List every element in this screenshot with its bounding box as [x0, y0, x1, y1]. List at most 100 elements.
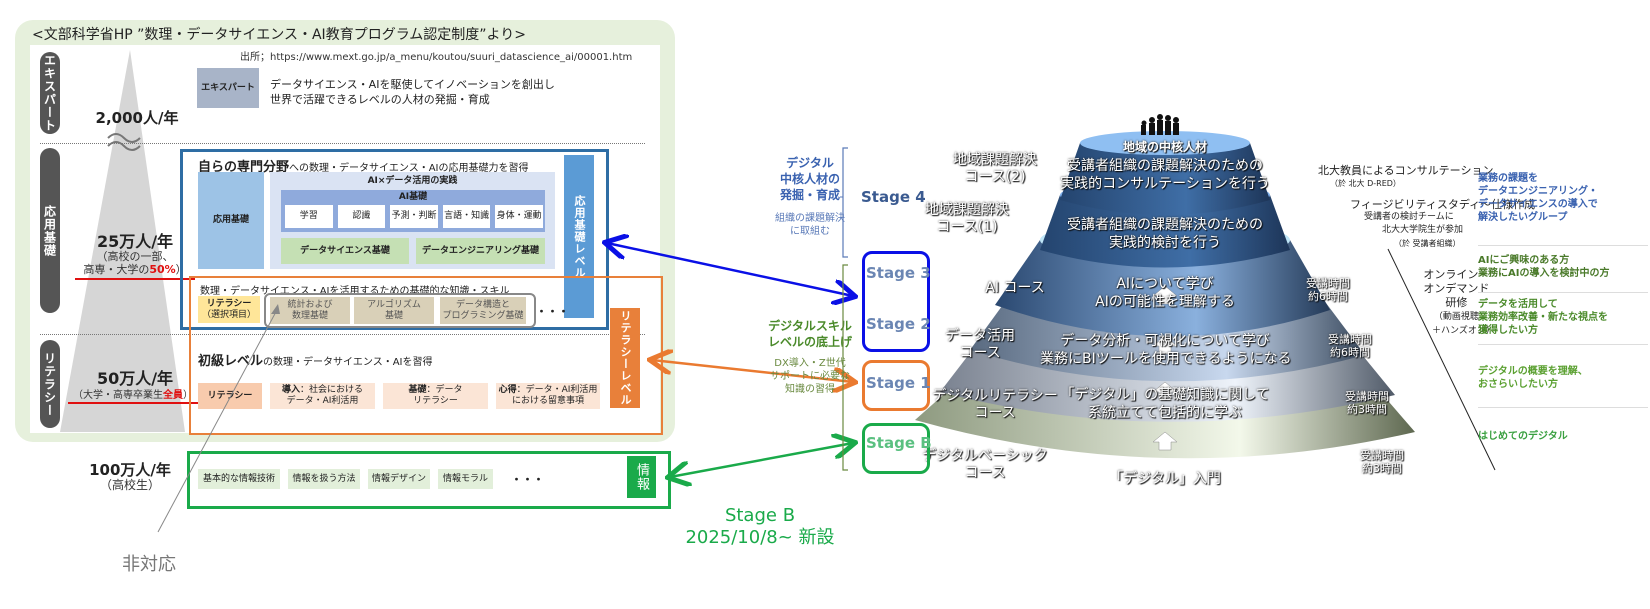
arrow-literacy-to-stage1 — [652, 360, 853, 382]
course-name-line: コース — [964, 465, 1006, 481]
literacy-item: 心得：データ・AI利活用における留意事項 — [496, 383, 600, 409]
literacy-item-bold: 基礎 — [408, 385, 427, 395]
online-line: オンデマンド — [1423, 282, 1490, 295]
hours-line: 受講時間 — [1360, 449, 1404, 462]
tier-desc-line: 実践的検討を行う — [1109, 235, 1221, 251]
target-literacy: デジタルの概要を理解、 おさらいしたい方 — [1478, 365, 1588, 391]
pointer-arrowhead — [271, 304, 280, 314]
group-top-title-line: デジタル — [786, 156, 834, 170]
ds-basic-box: データサイエンス基礎 — [281, 238, 409, 264]
tier-desc: 受講者組織の課題解決のための 実践的検討を行う — [1060, 216, 1270, 252]
target-ai: AIにご興味のある方 業務にAIの導入を検討中の方 — [1478, 254, 1609, 280]
target-data: データを活用して 業務効率改善・新たな視点を 獲得したい方 — [1478, 298, 1608, 337]
level-pill-literacy: リテラシー — [40, 340, 60, 428]
group-bottom-sub-line: DX導入・Z世代 — [774, 358, 846, 369]
highlight-percent: 50% — [149, 263, 176, 276]
separator — [40, 143, 645, 144]
group-top-sub-line: 組織の課題解決 — [775, 213, 845, 224]
hours-line: 受講時間 — [1345, 390, 1389, 403]
literacy-heading-rest: の数理・データサイエンス・AIを習得 — [263, 357, 433, 368]
feasibility-note: フィージビリティスタディ～仕様作成 受講者の検討チームに 北大大学院生が参加 （… — [1350, 198, 1535, 250]
group-top-title-line: 中核人材の — [779, 172, 840, 186]
stage-1-label: Stage 1 — [866, 374, 931, 392]
skill-line: データ構造と — [455, 299, 510, 310]
consult-line: （於 北大 D-RED） — [1330, 179, 1401, 188]
hours-line: 約3時間 — [1347, 403, 1387, 416]
stage-b-note-date: 2025/10/8~ 新設 — [685, 527, 835, 548]
stage-b-frame[interactable] — [862, 423, 930, 474]
tier-desc: 「デジタル」の基礎知識に関して 系統立てて包括的に学ぶ — [1060, 386, 1270, 422]
skill-line: プログラミング基礎 — [442, 310, 524, 321]
literacy-optional-box: リテラシー（選択項目） — [198, 296, 260, 323]
literacy-item-text: ：データ・AI利活用 — [516, 385, 598, 395]
group-bottom-title-line: レベルの底上げ — [767, 335, 852, 349]
target-divider — [1478, 344, 1648, 345]
hours-line: 約6時間 — [1308, 290, 1348, 303]
info-item: 情報デザイン — [368, 469, 430, 489]
skills-ellipsis: ・・・ — [536, 305, 569, 318]
separator — [40, 334, 645, 335]
not-supported-pointer — [157, 304, 280, 533]
level-pill-applied: 応用基礎 — [40, 148, 60, 313]
info-items: 基本的な情報技術 情報を扱う方法 情報デザイン 情報モラル ・・・ — [198, 469, 544, 489]
wave-break-icon — [107, 141, 141, 151]
tier-desc-line: 業務にBIツールを使用できるようになる — [1040, 351, 1292, 367]
literacy-level-side-label: リテラシーレベル — [610, 308, 640, 408]
literacy-heading-bold: 初級レベル — [198, 354, 264, 369]
group-bottom-title: デジタルスキル レベルの底上げ — [760, 318, 860, 350]
unsupported-group-frame — [264, 293, 536, 328]
info-item: 基本的な情報技術 — [198, 469, 280, 489]
target-line: 業務の課題を — [1478, 173, 1538, 184]
count-expert: 2,000人/年 — [95, 109, 179, 127]
arrow-applied-to-stage23 — [607, 243, 853, 296]
literacy-item-text: データ・AI利活用 — [286, 396, 359, 406]
online-training-note: オンライン・ オンデマンド 研修 （動画視聴 ＋ハンズオン） — [1418, 268, 1494, 338]
group-bottom-title-line: デジタルスキル — [768, 319, 852, 333]
course-hours: 受講時間約6時間 — [1298, 277, 1358, 303]
tier-desc-line: データ分析・可視化について学び — [1060, 333, 1270, 349]
group-bottom-sub-line: サポートに必要な — [770, 371, 850, 382]
tier-desc-line: 受講者組織の課題解決のための — [1067, 217, 1263, 233]
target-line: データエンジニアリング・ — [1478, 186, 1598, 197]
stage-1-frame[interactable] — [862, 360, 930, 411]
tier-desc-line: 実践的コンサルテーションを行う — [1060, 176, 1270, 192]
tier-top-face — [1080, 131, 1250, 155]
course-name-line: デジタルリテラシー — [932, 388, 1058, 404]
stage-2-3-frame[interactable] — [862, 251, 930, 352]
count-highschool: 100万人/年 — [89, 461, 171, 479]
group-top-sub-line: に取組む — [790, 226, 830, 237]
pointer-line — [157, 307, 279, 533]
tier-desc: データ分析・可視化について学び 業務にBIツールを使用できるようになる — [1040, 332, 1292, 368]
target-line: おさらいしたい方 — [1478, 379, 1558, 390]
literacy-item-bold: 導入 — [281, 385, 300, 395]
online-line: （動画視聴 — [1433, 312, 1479, 322]
skill-item: データ構造とプログラミング基礎 — [440, 297, 526, 324]
ai-item: 身体・運動 — [495, 205, 543, 228]
course-name: AI コース — [985, 280, 1045, 296]
ai-item: 学習 — [285, 205, 333, 228]
course-name-line: コース(2) — [964, 169, 1026, 185]
stage-2-label: Stage 2 — [866, 315, 931, 333]
course-name-line: 地域課題解決 — [925, 202, 1009, 218]
literacy-opt-sub: （選択項目） — [201, 309, 256, 320]
consultation-note: 北大教員によるコンサルテーション （於 北大 D-RED） — [1318, 162, 1493, 189]
group-top-sub: 組織の課題解決 に取組む — [760, 212, 860, 238]
ai-items: 学習 認識 予測・判断 言語・知識 身体・運動 — [285, 205, 543, 228]
skill-line: アルゴリズム — [367, 299, 421, 310]
skills-heading: 数理・データサイエンス・AIを活用するための基礎的な知識・スキル — [200, 286, 510, 297]
feasibility-line: 北大大学院生が参加 — [1382, 225, 1464, 235]
literacy-item: 導入：社会におけるデータ・AI利活用 — [270, 383, 375, 409]
target-divider — [1478, 407, 1648, 408]
course-name-line: デジタルベーシック — [922, 448, 1048, 464]
skill-line: 数理基礎 — [291, 310, 328, 321]
literacy-item-bold: 心得 — [498, 385, 517, 395]
wave-break-icon — [107, 133, 141, 143]
course-name-line: コース(1) — [936, 219, 998, 235]
literacy-heading: 初級レベルの数理・データサイエンス・AIを習得 — [198, 350, 433, 369]
consult-line: 北大教員によるコンサルテーション — [1318, 164, 1494, 177]
tier-desc-line: 系統立てて包括的に学ぶ — [1088, 405, 1242, 421]
people-silhouette-icon — [1141, 114, 1179, 135]
online-line: オンライン・ — [1423, 268, 1490, 281]
course-name-line: データ活用 — [945, 328, 1015, 344]
